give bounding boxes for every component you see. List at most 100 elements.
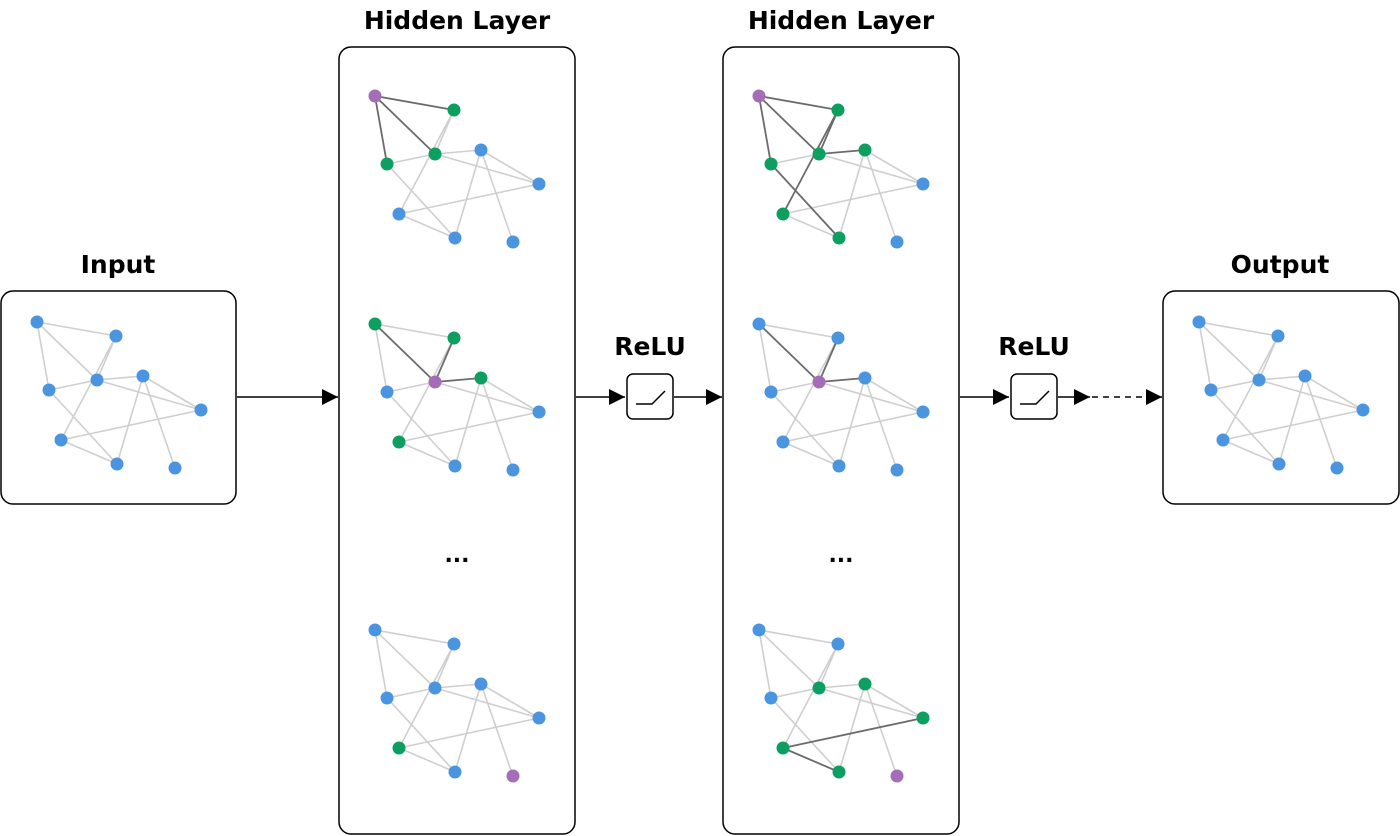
edge <box>398 109 455 215</box>
edge <box>864 683 924 719</box>
edge <box>480 683 540 719</box>
center-node <box>428 375 442 389</box>
edge <box>36 321 117 337</box>
neighbor-node <box>812 147 826 161</box>
edge <box>142 375 176 469</box>
edge <box>782 717 924 749</box>
edge <box>770 697 840 773</box>
node <box>752 317 766 331</box>
edge <box>434 683 482 689</box>
node <box>90 373 104 387</box>
edge <box>374 95 455 111</box>
edge <box>36 321 50 391</box>
node <box>532 711 546 725</box>
node <box>916 405 930 419</box>
edge <box>386 381 436 393</box>
edge <box>374 95 436 155</box>
edge <box>782 643 839 749</box>
node <box>506 463 520 477</box>
edge <box>398 717 540 749</box>
edge <box>864 149 898 243</box>
edge <box>386 163 456 239</box>
node <box>380 691 394 705</box>
edge <box>758 629 772 699</box>
edge <box>374 629 455 645</box>
input-box <box>0 290 237 505</box>
node <box>448 765 462 779</box>
relu-1-label: ReLU <box>614 332 686 361</box>
edge <box>758 629 820 689</box>
edge <box>480 149 540 185</box>
node <box>428 681 442 695</box>
edge <box>818 377 866 383</box>
edge <box>398 747 456 773</box>
node <box>916 177 930 191</box>
node <box>1356 403 1370 417</box>
node <box>447 637 461 651</box>
edge <box>48 379 98 391</box>
node <box>1272 457 1286 471</box>
edge <box>782 213 840 239</box>
edge <box>864 149 924 185</box>
node <box>890 235 904 249</box>
neighbor-node <box>776 741 790 755</box>
edge <box>454 149 482 239</box>
node <box>380 385 394 399</box>
edge <box>374 629 388 699</box>
edge <box>36 321 98 381</box>
neighbor-node <box>858 677 872 691</box>
edge <box>480 149 514 243</box>
relu-1-box <box>626 373 674 420</box>
edge <box>782 337 839 443</box>
node <box>368 623 382 637</box>
edge <box>374 323 455 339</box>
neighbor-node <box>764 157 778 171</box>
edge <box>1222 335 1279 441</box>
edge <box>1210 389 1280 465</box>
edge <box>770 687 820 699</box>
edge <box>838 149 866 239</box>
node <box>831 331 845 345</box>
node <box>1216 433 1230 447</box>
relu-2-label: ReLU <box>998 332 1070 361</box>
graph-h2-c <box>752 623 930 783</box>
edge <box>782 411 924 443</box>
edge <box>864 377 924 413</box>
edge <box>142 375 202 411</box>
center-node <box>506 769 520 783</box>
edge <box>116 375 144 465</box>
edge <box>1210 379 1260 391</box>
neighbor-node <box>916 711 930 725</box>
neighbor-node <box>392 435 406 449</box>
hidden-layer-2-label: Hidden Layer <box>747 6 935 35</box>
edge <box>770 391 840 467</box>
edge <box>1198 321 1260 381</box>
graph-h2-b <box>752 317 930 477</box>
edge <box>1258 375 1306 381</box>
neighbor-node <box>380 157 394 171</box>
neighbor-node <box>392 741 406 755</box>
graph-input <box>30 315 208 475</box>
edge <box>1222 439 1280 465</box>
edge <box>838 377 866 467</box>
relu-1-icon <box>636 390 666 405</box>
node <box>890 463 904 477</box>
edge <box>386 391 456 467</box>
edge <box>770 153 820 165</box>
edge <box>386 687 436 699</box>
hidden-layer-1-ellipsis: ... <box>444 543 470 568</box>
edge <box>758 629 839 645</box>
node <box>1204 383 1218 397</box>
node <box>1298 369 1312 383</box>
neighbor-node <box>447 103 461 117</box>
edge <box>770 381 820 393</box>
edge <box>1304 375 1364 411</box>
edge <box>60 409 202 441</box>
edge <box>398 441 456 467</box>
edge <box>434 377 482 383</box>
edge <box>1278 375 1306 465</box>
edge <box>374 629 436 689</box>
neighbor-node <box>447 331 461 345</box>
